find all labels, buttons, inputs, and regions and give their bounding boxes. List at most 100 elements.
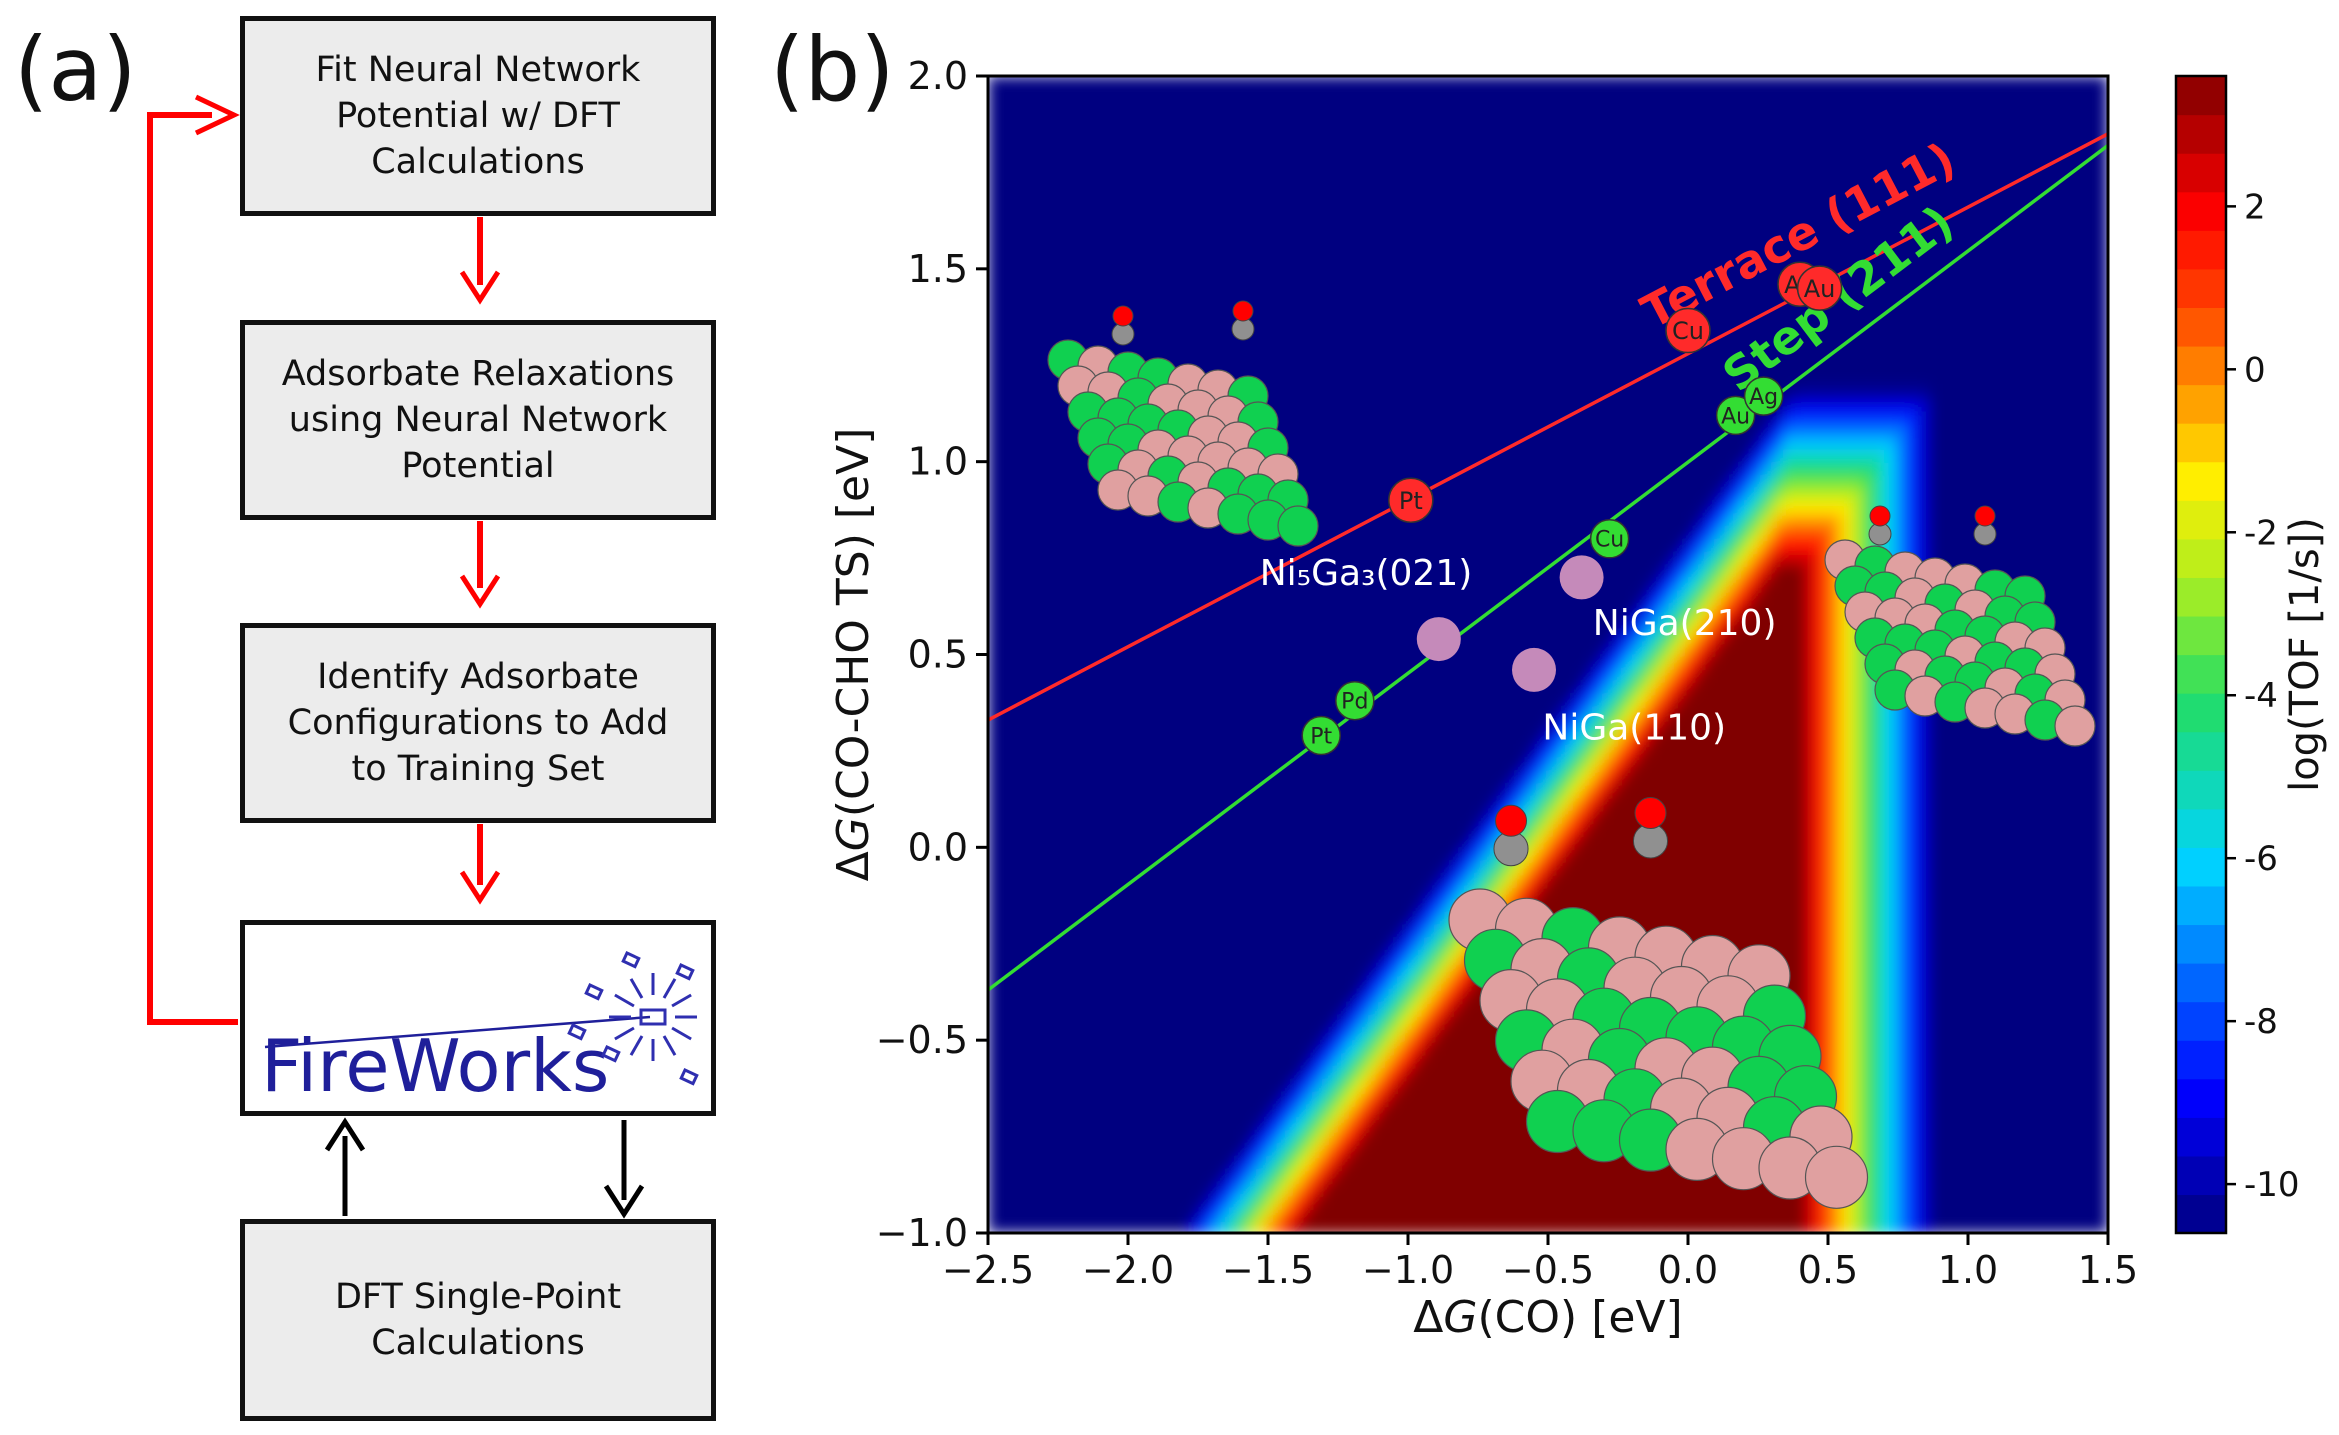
heat-cell xyxy=(1626,757,1639,772)
heat-cell xyxy=(1447,1220,1460,1233)
heat-cell xyxy=(1637,1220,1650,1233)
heat-cell xyxy=(1716,847,1729,862)
heat-cell xyxy=(1917,911,1930,926)
heat-cell xyxy=(1492,1155,1505,1170)
heat-cell xyxy=(1637,873,1650,888)
heat-cell xyxy=(1839,500,1852,515)
heat-cell xyxy=(1402,1091,1415,1106)
heat-cell xyxy=(1895,1155,1908,1170)
heat-cell xyxy=(1760,615,1774,630)
heat-cell xyxy=(1480,1220,1494,1233)
heat-cell xyxy=(1324,1207,1337,1222)
heat-cell xyxy=(1895,1194,1908,1209)
heat-cell xyxy=(1704,783,1718,798)
heat-cell xyxy=(1850,988,1863,1003)
heat-cell xyxy=(1581,1194,1594,1209)
heat-cell xyxy=(1727,898,1740,913)
colorbar-band xyxy=(2176,384,2226,424)
heat-cell xyxy=(1738,641,1751,656)
heat-cell xyxy=(1581,808,1594,823)
heat-cell xyxy=(1805,500,1818,515)
heat-cell xyxy=(1615,693,1628,708)
heat-cell xyxy=(1704,1181,1718,1196)
heat-cell xyxy=(1816,435,1830,451)
heat-cell xyxy=(1391,1168,1404,1183)
heat-cell xyxy=(1570,693,1583,708)
heat-cell xyxy=(1805,487,1818,502)
heat-cell xyxy=(1884,937,1897,952)
heat-cell xyxy=(1626,654,1639,669)
heat-cell xyxy=(1604,1194,1617,1209)
heat-cell xyxy=(1783,461,1796,476)
heat-cell xyxy=(1604,847,1617,862)
heat-cell xyxy=(1469,1130,1482,1145)
heat-cell xyxy=(1794,924,1807,939)
heat-cell xyxy=(1581,873,1594,888)
heat-cell xyxy=(1368,1001,1382,1016)
heat-cell xyxy=(1816,924,1830,939)
heat-cell xyxy=(1514,1130,1527,1145)
heat-cell xyxy=(1861,1220,1874,1233)
heat-cell xyxy=(1548,1220,1561,1233)
heat-cell xyxy=(1772,693,1785,708)
colorbar-band xyxy=(2176,500,2226,540)
burst-piece xyxy=(584,983,604,1001)
heat-cell xyxy=(1424,950,1438,965)
heat-cell xyxy=(1548,757,1561,772)
heat-cell xyxy=(1503,873,1516,888)
heat-cell xyxy=(1805,435,1818,451)
heat-cell xyxy=(1391,937,1404,952)
heat-cell xyxy=(1794,641,1807,656)
heat-cell xyxy=(1503,1207,1516,1222)
heat-cell xyxy=(1738,487,1751,502)
heat-cell xyxy=(1816,975,1830,990)
heat-cell xyxy=(1480,808,1494,823)
heat-cell xyxy=(1279,1168,1292,1183)
heat-cell xyxy=(1604,1220,1617,1233)
heat-cell xyxy=(1402,950,1415,965)
heat-cell xyxy=(1906,1117,1919,1132)
heat-cell xyxy=(1592,757,1606,772)
heat-cell xyxy=(1861,911,1874,926)
colorbar-tick-label: -10 xyxy=(2244,1165,2300,1205)
heat-cell xyxy=(1436,988,1449,1003)
heat-cell xyxy=(1413,1181,1426,1196)
heat-cell xyxy=(1872,1065,1886,1080)
heat-cell xyxy=(1850,731,1863,746)
heat-cell xyxy=(1850,397,1863,412)
heat-cell xyxy=(1816,860,1830,875)
heat-cell xyxy=(1794,474,1807,489)
heat-cell xyxy=(1805,693,1818,708)
heat-cell xyxy=(1783,770,1796,785)
heat-cell xyxy=(1783,783,1796,798)
heat-cell xyxy=(1671,885,1684,900)
heat-cell xyxy=(1895,1207,1908,1222)
heat-cell xyxy=(1716,744,1729,759)
heat-cell xyxy=(1402,975,1415,990)
heat-cell xyxy=(1536,873,1550,888)
colorbar-band xyxy=(2176,693,2226,733)
heat-cell xyxy=(1716,898,1729,913)
heat-cell xyxy=(1525,1220,1538,1233)
heat-cell xyxy=(1850,847,1863,862)
heat-cell xyxy=(1906,718,1919,733)
heat-cell xyxy=(1850,911,1863,926)
heat-cell xyxy=(1536,885,1550,900)
heat-cell xyxy=(1492,1078,1505,1093)
heat-cell xyxy=(1536,1155,1550,1170)
heat-cell xyxy=(1458,1130,1471,1145)
heat-cell xyxy=(1290,1220,1303,1233)
heat-cell xyxy=(1861,885,1874,900)
heat-cell xyxy=(1324,1155,1337,1170)
heat-cell xyxy=(1368,1207,1382,1222)
heat-cell xyxy=(1906,513,1919,528)
heat-cell xyxy=(1648,654,1662,669)
heat-cell xyxy=(1671,898,1684,913)
heat-cell xyxy=(1884,384,1897,399)
heat-cell xyxy=(1805,577,1818,592)
heat-cell xyxy=(1424,1130,1438,1145)
burst-piece xyxy=(567,1023,587,1041)
heat-cell xyxy=(1637,667,1650,682)
heat-cell xyxy=(1805,551,1818,566)
heat-cell xyxy=(1413,1168,1426,1183)
